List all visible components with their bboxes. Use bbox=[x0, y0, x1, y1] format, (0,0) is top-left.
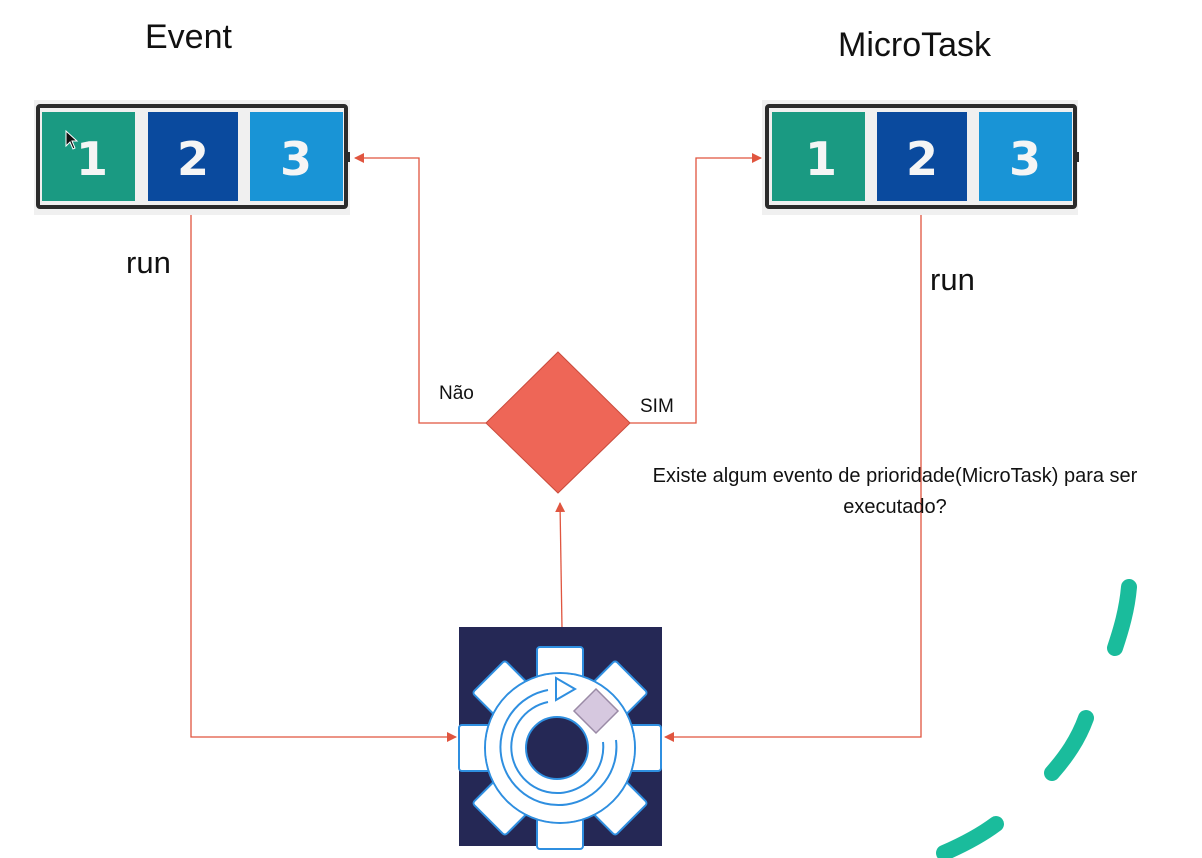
engine-to-decision-connector bbox=[555, 502, 566, 629]
microtask-queue-cell-3 bbox=[979, 112, 1072, 201]
teal-annotation-stroke bbox=[936, 579, 1137, 858]
yes-branch-connector bbox=[630, 153, 762, 424]
mouse-pointer-icon bbox=[65, 129, 79, 150]
event-run-label: run bbox=[126, 245, 171, 280]
event-queue-cell-3-label: 3 bbox=[280, 132, 312, 186]
event-queue-cell-2-label: 2 bbox=[177, 132, 209, 186]
microtask-run-connector bbox=[664, 215, 922, 742]
yes-branch-label: SIM bbox=[640, 396, 674, 417]
microtask-queue-title: MicroTask bbox=[838, 26, 992, 64]
microtask-queue-cell-2-label: 2 bbox=[906, 132, 938, 186]
microtask-queue-cell-2 bbox=[877, 112, 967, 201]
no-branch-connector bbox=[354, 153, 486, 424]
event-queue-title: Event bbox=[145, 18, 232, 56]
event-run-connector bbox=[190, 215, 457, 742]
microtask-queue-cell-1 bbox=[772, 112, 865, 201]
gear-cycle-icon bbox=[458, 627, 662, 850]
no-branch-label: Não bbox=[439, 383, 474, 404]
event-queue-cell-1-label: 1 bbox=[76, 132, 108, 186]
event-queue-cell-1 bbox=[42, 112, 135, 201]
event-queue: 1 2 3 bbox=[34, 100, 350, 215]
decision-diamond bbox=[485, 351, 631, 494]
decision-question: Existe algum evento de prioridade(MicroT… bbox=[652, 465, 1138, 518]
event-queue-cell-3 bbox=[250, 112, 343, 201]
event-queue-cell-2 bbox=[148, 112, 238, 201]
microtask-queue-cell-3-label: 3 bbox=[1009, 132, 1041, 186]
microtask-run-label: run bbox=[930, 262, 975, 297]
microtask-queue: 1 2 3 bbox=[762, 100, 1079, 215]
connectors bbox=[190, 153, 922, 742]
microtask-queue-cell-1-label: 1 bbox=[805, 132, 837, 186]
